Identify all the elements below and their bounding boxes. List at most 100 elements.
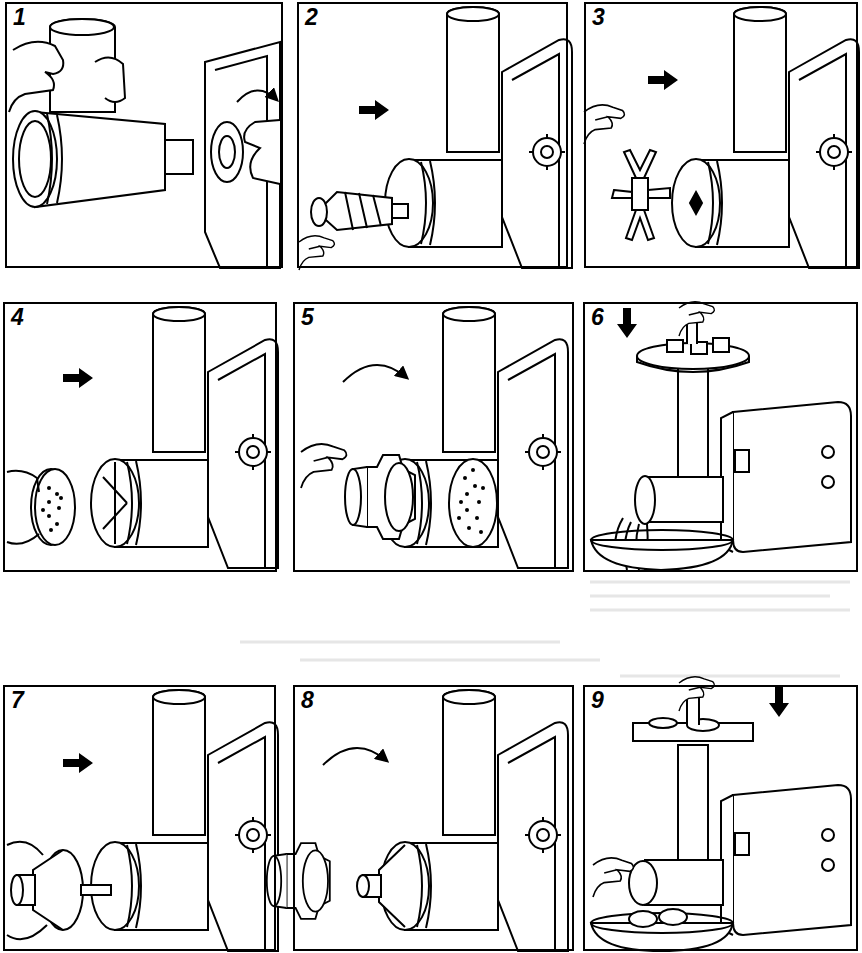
step-number: 6 [591, 305, 604, 330]
shredding-illustration [629, 911, 657, 927]
ring-nut-illustration [449, 459, 497, 547]
cone-ring-nut-illustration [323, 748, 387, 765]
ring-nut-illustration [465, 492, 469, 496]
grinder-detach-illustration [19, 121, 51, 197]
mincing-illustration [733, 402, 851, 552]
shredding-illustration [649, 718, 677, 728]
ring-nut-illustration [345, 455, 415, 539]
shredding-illustration [593, 858, 633, 897]
grinder-detach-illustration [244, 120, 280, 184]
auger-insert-illustration [299, 7, 572, 270]
grinder-detach-illustration [165, 140, 193, 174]
shredding-illustration [822, 829, 834, 841]
cone-insert-illustration [7, 690, 278, 951]
ghost-lines [240, 582, 850, 676]
auger-insert-illustration [359, 100, 389, 120]
step-panel: 7 [3, 685, 276, 951]
step-panel: 1 [5, 2, 283, 268]
step-panel: 8 [293, 685, 574, 951]
grinder-detach-illustration [50, 19, 114, 35]
plate-insert-illustration [41, 508, 45, 512]
mincing-illustration [822, 476, 834, 488]
step-number: 2 [305, 5, 318, 30]
shredding-illustration [591, 677, 851, 951]
grinder-detach-illustration [9, 19, 280, 268]
blade-insert-illustration [612, 190, 632, 198]
ghost-lines [240, 582, 850, 676]
shredding-illustration [678, 745, 708, 875]
cone-insert-illustration [7, 842, 47, 940]
step-number: 7 [11, 688, 24, 713]
plate-insert-illustration [7, 307, 278, 568]
plate-insert-illustration [59, 496, 63, 500]
grinder-detach-illustration [13, 111, 57, 207]
blade-insert-illustration [690, 192, 702, 214]
mincing-illustration [637, 343, 749, 369]
mincing-illustration [822, 446, 834, 458]
plate-insert-illustration [41, 486, 63, 532]
mincing-illustration [635, 476, 655, 524]
ring-nut-illustration [459, 500, 463, 504]
ring-nut-illustration [467, 526, 471, 530]
cone-ring-nut-illustration [267, 690, 568, 951]
plate-insert-illustration [103, 462, 127, 544]
ring-nut-illustration [457, 516, 461, 520]
grinder-detach-illustration [95, 57, 125, 102]
mincing-illustration [591, 540, 733, 570]
cone-insert-illustration [63, 753, 93, 773]
blade-insert-illustration [648, 188, 670, 198]
shredding-illustration [822, 859, 834, 871]
mincing-illustration [679, 302, 714, 336]
blade-insert-illustration [648, 70, 678, 90]
blade-insert-illustration [584, 105, 624, 144]
mincing-illustration [591, 530, 733, 550]
ring-nut-illustration [471, 468, 475, 472]
auger-insert-illustration [392, 204, 408, 218]
plate-insert-illustration [55, 522, 59, 526]
mincing-illustration [735, 450, 749, 472]
step-number: 8 [301, 688, 314, 713]
auger-insert-illustration [345, 192, 381, 230]
shredding-illustration [687, 697, 699, 725]
step-number: 3 [592, 5, 605, 30]
shredding-illustration [735, 833, 749, 855]
ring-nut-illustration [479, 530, 483, 534]
grinder-detach-illustration [205, 42, 280, 268]
mincing-illustration [617, 308, 637, 338]
step-panel: 6 [583, 302, 858, 572]
auger-insert-illustration [317, 192, 392, 230]
plate-insert-illustration [91, 307, 278, 568]
cone-ring-nut-illustration [379, 845, 405, 927]
blade-insert-illustration [632, 178, 648, 210]
plate-insert-illustration [57, 506, 61, 510]
cone-ring-nut-illustration [267, 843, 330, 919]
ring-nut-illustration [301, 307, 568, 568]
step-number: 4 [11, 305, 24, 330]
step-number: 5 [301, 305, 314, 330]
ring-nut-illustration [477, 500, 481, 504]
plate-insert-illustration [47, 500, 51, 504]
ring-nut-illustration [475, 516, 479, 520]
cone-ring-nut-illustration [357, 875, 369, 897]
plate-insert-illustration [47, 486, 51, 490]
mincing-illustration [637, 356, 749, 372]
shredding-illustration [659, 909, 687, 925]
ring-nut-illustration [465, 508, 469, 512]
shredding-illustration [679, 677, 714, 711]
mincing-illustration [591, 302, 851, 570]
blade-insert-illustration [584, 7, 859, 268]
step-panel: 4 [3, 302, 277, 572]
plate-insert-illustration [47, 514, 51, 518]
step-panel: 3 [584, 2, 858, 268]
mincing-illustration [713, 338, 729, 352]
plate-insert-illustration [35, 469, 75, 545]
grinder-detach-illustration [211, 122, 243, 182]
step-number: 1 [13, 5, 26, 30]
mincing-illustration [678, 362, 708, 492]
cone-insert-illustration [91, 690, 278, 951]
cone-insert-illustration [11, 875, 23, 905]
auger-insert-illustration [385, 7, 572, 268]
plate-insert-illustration [55, 492, 59, 496]
